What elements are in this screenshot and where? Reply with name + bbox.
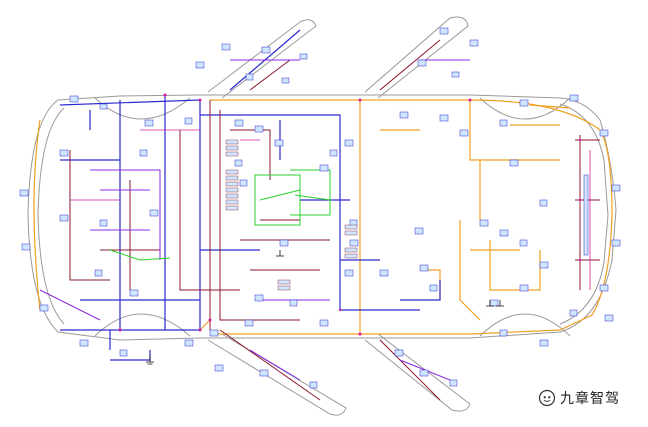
orange-harness (33, 99, 613, 335)
purple-harness (39, 59, 470, 381)
watermark: 九章智驾 (538, 388, 620, 408)
ground-symbols (146, 250, 504, 365)
wechat-public-account-icon (538, 389, 556, 407)
splice-points (118, 93, 582, 336)
magenta-harness (70, 129, 591, 290)
connector-stacks (225, 139, 358, 291)
watermark-text: 九章智驾 (560, 391, 620, 407)
car-body-outline (27, 16, 617, 416)
connectors (19, 27, 621, 389)
red-harness (69, 39, 600, 401)
green-harness (109, 169, 331, 261)
